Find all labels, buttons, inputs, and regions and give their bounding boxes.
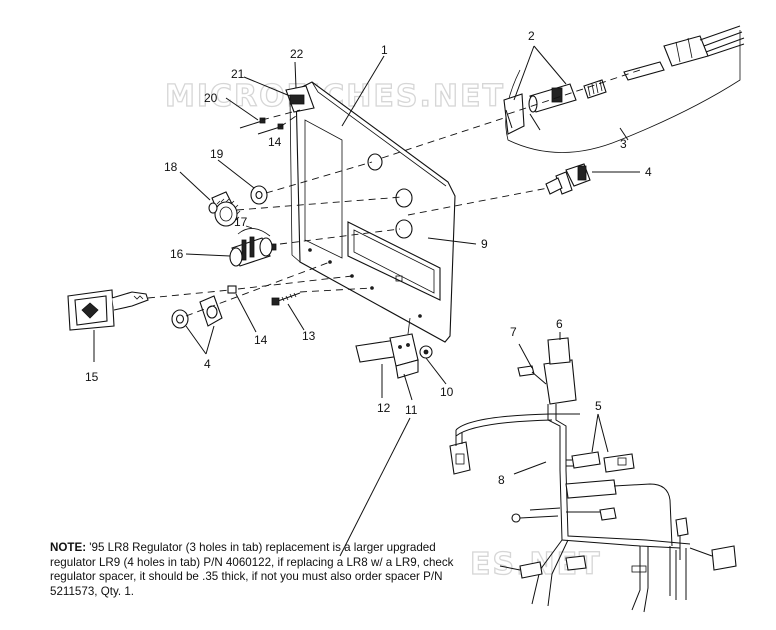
callout-18: 18 xyxy=(164,160,178,174)
ignition-key xyxy=(67,289,149,331)
callout-17: 17 xyxy=(234,215,248,229)
callout-5: 5 xyxy=(595,399,602,413)
callout-labels: 22 21 20 14 1 2 3 4 18 19 17 16 9 15 4 1… xyxy=(85,29,652,487)
callout-4-switch: 4 xyxy=(645,165,652,179)
callout-9: 9 xyxy=(481,237,488,251)
callout-15: 15 xyxy=(85,370,99,384)
toggle-switch xyxy=(545,163,591,195)
ignition-switch xyxy=(229,225,277,267)
washer xyxy=(250,185,268,205)
screw-14-bottom xyxy=(227,285,237,294)
wiring-harness xyxy=(449,337,737,613)
callout-14-bottom: 14 xyxy=(254,333,268,347)
callout-11: 11 xyxy=(405,403,418,417)
callout-13: 13 xyxy=(302,329,316,343)
nut-10 xyxy=(419,345,433,359)
dash-panel xyxy=(289,81,456,343)
note-label: NOTE: xyxy=(50,541,87,554)
knob xyxy=(208,191,241,227)
callout-3: 3 xyxy=(620,137,627,151)
screw-13 xyxy=(271,292,301,306)
replacement-note: NOTE: '95 LR8 Regulator (3 holes in tab)… xyxy=(50,541,470,599)
callout-14-top: 14 xyxy=(268,135,282,149)
callout-7: 7 xyxy=(510,325,517,339)
callout-19: 19 xyxy=(210,147,224,161)
axis-lines xyxy=(147,69,641,317)
callout-4-nut: 4 xyxy=(204,357,211,371)
leader-lines xyxy=(93,45,640,557)
callout-22: 22 xyxy=(290,47,304,61)
lock-nut xyxy=(171,295,223,329)
callout-8: 8 xyxy=(498,473,505,487)
callout-1: 1 xyxy=(381,43,388,57)
callout-21: 21 xyxy=(231,67,245,81)
callout-2: 2 xyxy=(528,29,535,43)
regulator xyxy=(355,317,419,379)
callout-20: 20 xyxy=(204,91,218,105)
callout-10: 10 xyxy=(440,385,454,399)
screws-20 xyxy=(239,117,284,135)
callout-12: 12 xyxy=(377,401,391,415)
mount-bracket xyxy=(285,85,315,113)
note-text: '95 LR8 Regulator (3 holes in tab) repla… xyxy=(50,541,454,598)
callout-16: 16 xyxy=(170,247,184,261)
callout-6: 6 xyxy=(556,317,563,331)
